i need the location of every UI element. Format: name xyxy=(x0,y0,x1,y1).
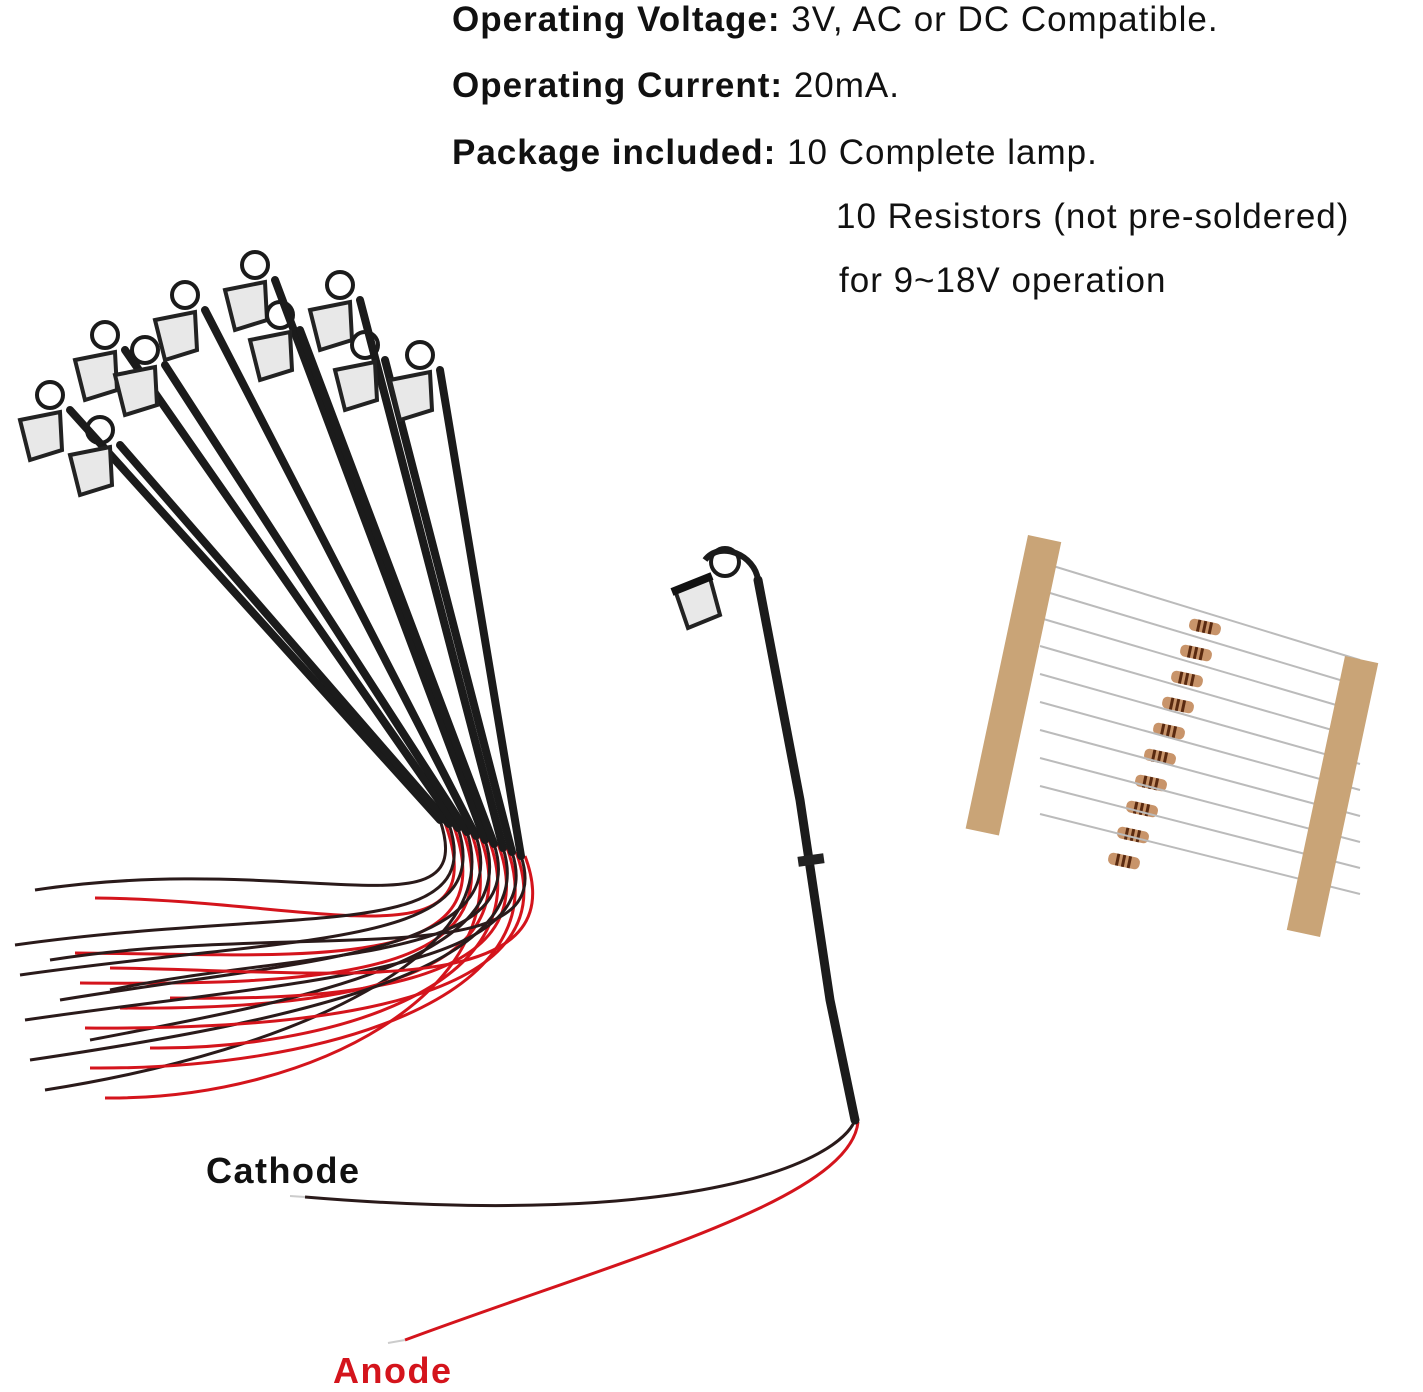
spec-current: Operating Current: 20mA. xyxy=(452,66,900,106)
lamp-head xyxy=(17,409,65,463)
lamp-pole xyxy=(356,296,507,852)
lamp-pole xyxy=(66,406,444,824)
lamp-pole xyxy=(381,356,516,856)
wire-black xyxy=(109,843,500,992)
lamp-pole xyxy=(121,346,462,832)
lamp-head xyxy=(307,299,355,353)
lamp-pole xyxy=(753,575,860,1125)
tape-left xyxy=(965,535,1062,836)
lamp-head xyxy=(387,369,435,423)
anode-wire xyxy=(404,1121,860,1342)
anode-label: Anode xyxy=(333,1350,453,1391)
resistor-lead xyxy=(1039,617,1361,713)
lamp-head xyxy=(67,444,115,498)
resistor-lead xyxy=(1039,729,1361,817)
package-line: 10 Complete lamp. xyxy=(787,133,1098,172)
package-line: 10 Resistors (not pre-soldered) xyxy=(836,197,1350,236)
current-value: 20mA. xyxy=(793,66,900,105)
wire-red xyxy=(84,851,526,1030)
single-lamp xyxy=(289,546,860,1344)
cathode-label: Cathode xyxy=(206,1150,361,1191)
wire-red xyxy=(169,843,508,1000)
wire-black xyxy=(29,847,509,1062)
lamp-head xyxy=(112,364,160,418)
lamp-pole xyxy=(296,326,498,848)
wire-red xyxy=(94,819,456,918)
lamp-pole xyxy=(201,306,480,840)
wire-black xyxy=(49,855,527,962)
voltage-value: 3V, AC or DC Compatible. xyxy=(791,0,1219,39)
wire-red xyxy=(149,839,499,1050)
package-label: Package included: xyxy=(452,133,777,172)
resistor-lead xyxy=(1039,561,1361,661)
lamp-pole xyxy=(116,441,453,828)
resistor-lead xyxy=(1039,701,1361,791)
lamp-head xyxy=(222,279,270,333)
voltage-label: Operating Voltage: xyxy=(452,0,781,39)
wire-black xyxy=(34,819,447,892)
cathode-wire xyxy=(304,1119,857,1208)
wire-black xyxy=(14,823,456,947)
lamp-pole xyxy=(161,361,471,836)
wire-black xyxy=(59,835,483,1002)
wire-black xyxy=(89,839,492,1042)
lamp-head xyxy=(332,359,380,413)
lamp-head xyxy=(72,349,120,403)
tape-right xyxy=(1286,656,1379,937)
wire-black xyxy=(19,827,465,977)
resistor-lead xyxy=(1039,645,1361,739)
resistor-strip xyxy=(965,535,1379,937)
lamp-head xyxy=(247,329,295,383)
resistor-lead xyxy=(1039,589,1361,687)
lamp-pole xyxy=(271,276,489,844)
wire-black xyxy=(24,851,518,1022)
resistor-lead xyxy=(1039,757,1361,843)
lamp-head xyxy=(152,309,200,363)
wire-red xyxy=(109,855,534,975)
package-line: for 9~18V operation xyxy=(839,261,1167,300)
lamp-bundle xyxy=(14,250,534,1100)
lamp-pole xyxy=(436,366,525,860)
spec-package: Package included: 10 Complete lamp. xyxy=(452,133,1098,173)
resistor-lead xyxy=(1039,673,1361,765)
spec-voltage: Operating Voltage: 3V, AC or DC Compatib… xyxy=(452,0,1219,40)
current-label: Operating Current: xyxy=(452,66,784,105)
wire-red xyxy=(74,823,465,957)
